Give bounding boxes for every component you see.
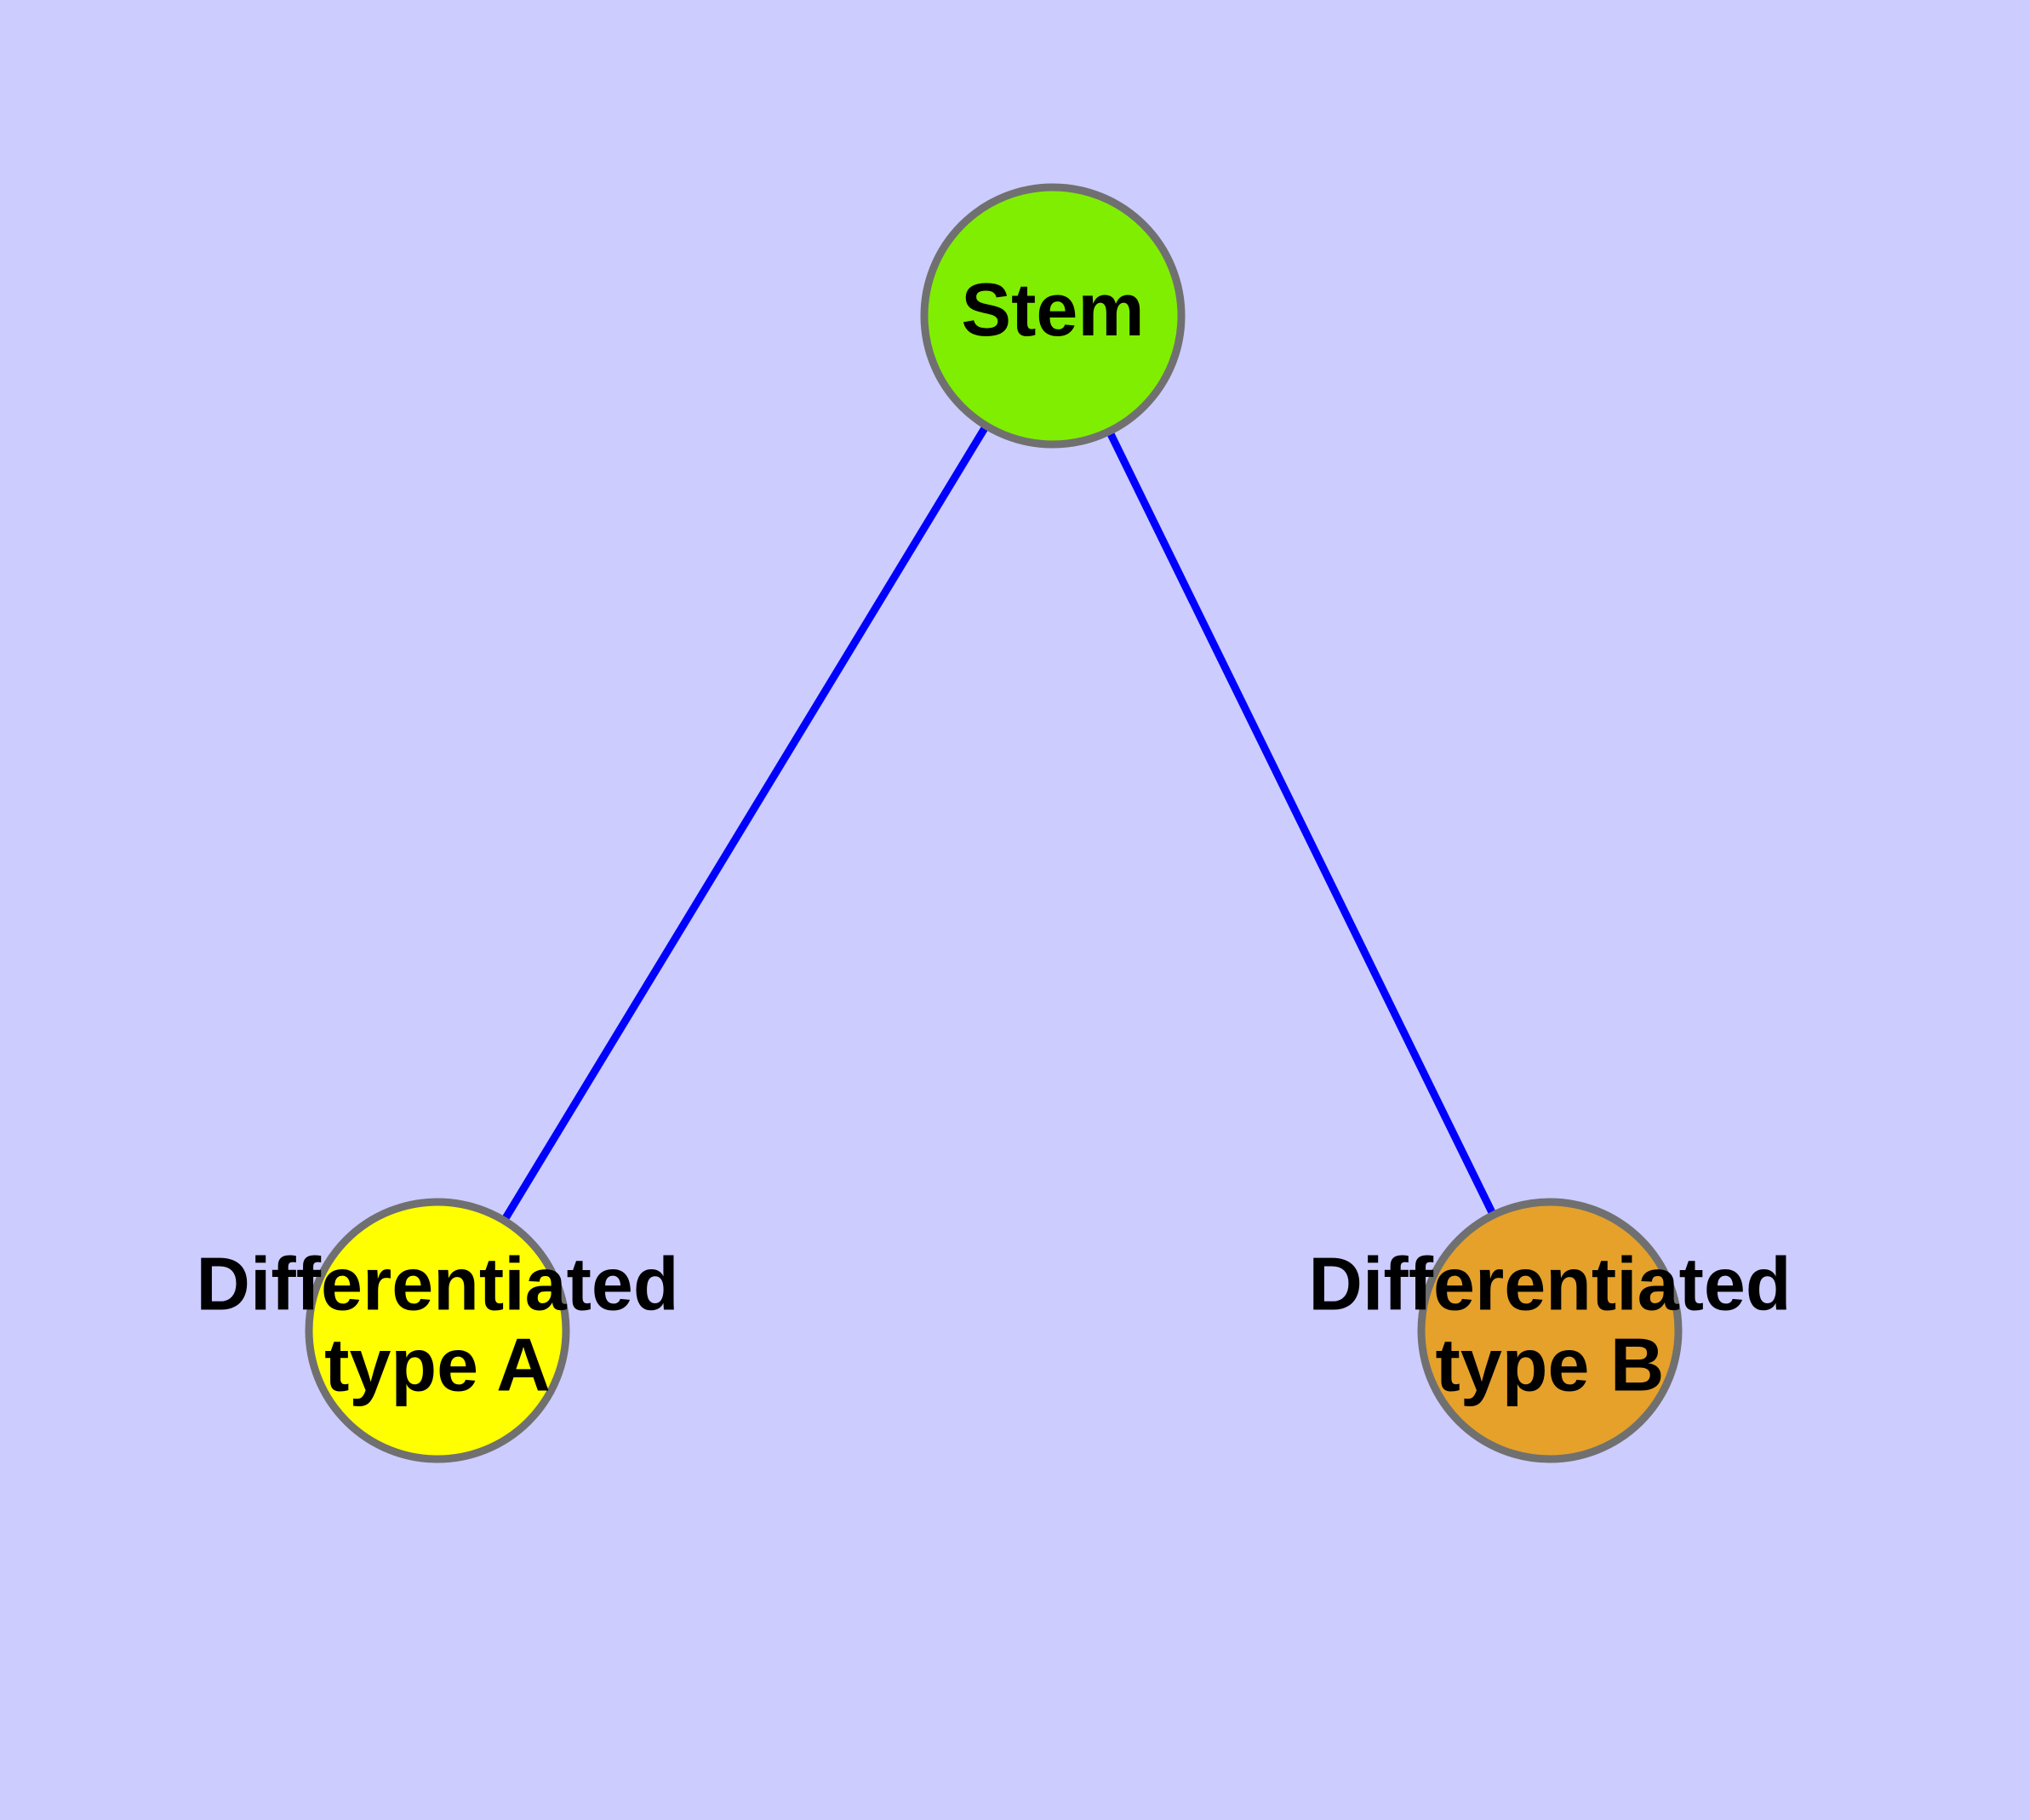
node-layer <box>305 183 1683 1463</box>
node-differentiated-type-b[interactable] <box>1417 1198 1683 1463</box>
node-differentiated-type-b-circle[interactable] <box>1417 1198 1683 1463</box>
edge-stem-to-differentiated-type-a[interactable] <box>434 313 1056 1333</box>
edge-layer <box>434 313 1554 1333</box>
node-differentiated-type-a-circle[interactable] <box>305 1198 570 1463</box>
node-stem-circle[interactable] <box>920 183 1186 449</box>
node-stem[interactable] <box>920 183 1186 449</box>
node-differentiated-type-a[interactable] <box>305 1198 570 1463</box>
node-stem-label: Stem <box>961 267 1144 352</box>
edge-stem-to-differentiated-type-b[interactable] <box>1049 314 1554 1332</box>
